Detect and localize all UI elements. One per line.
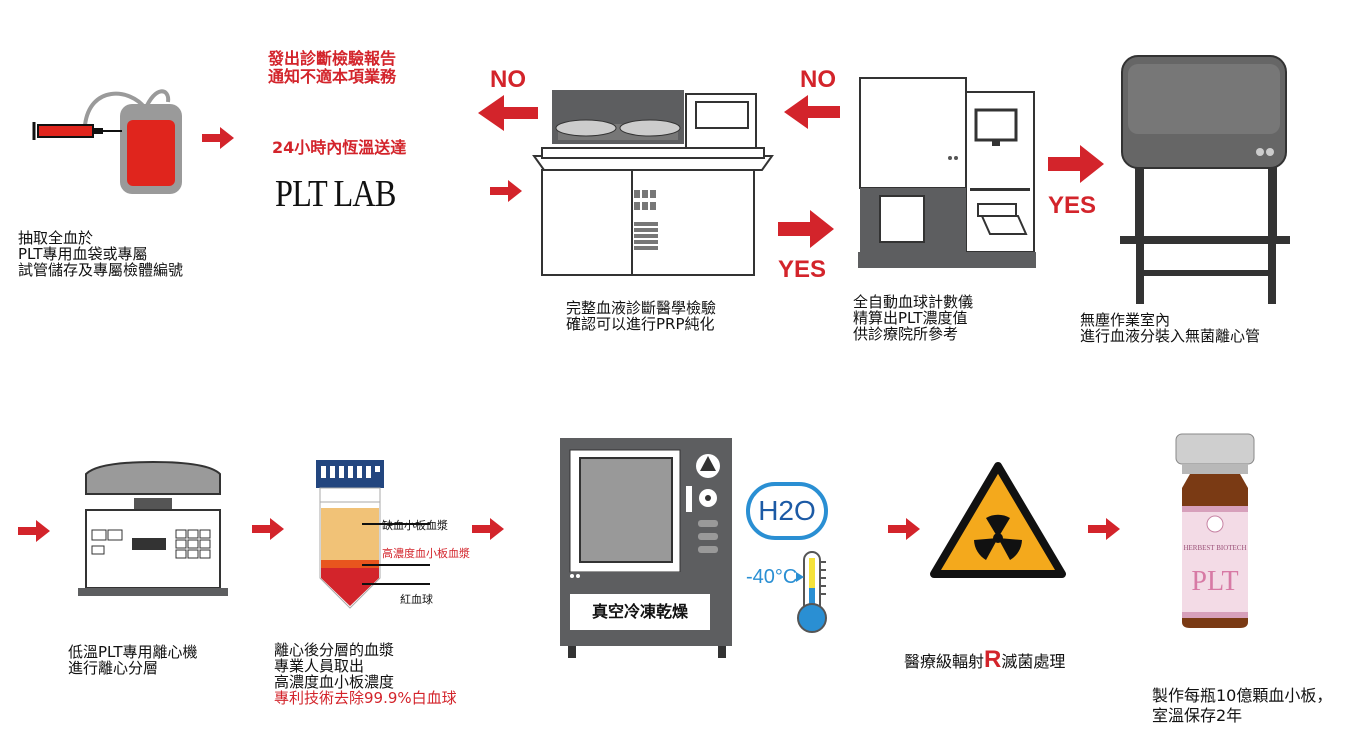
step9-caption: 製作每瓶10億顆血小板，室溫保存2年 — [1152, 686, 1333, 725]
yes-label-middle: YES — [778, 256, 827, 283]
step2-caption: 完整血液診斷醫學檢驗確認可以進行PRP純化 — [566, 299, 717, 333]
tube-layer-mid: 高濃度血小板血漿 — [382, 547, 470, 560]
blood-counter-icon — [858, 77, 1036, 268]
step5-caption: 低溫PLT專用離心機進行離心分層 — [68, 643, 198, 677]
thermometer-icon — [797, 551, 827, 633]
arrow-right-icon — [778, 210, 834, 248]
arrow-right-icon — [18, 520, 50, 542]
plt-lab-logo: PLT LAB — [275, 173, 396, 215]
step8-caption: 醫療級輻射R滅菌處理 — [904, 646, 1066, 673]
step6-caption: 離心後分層的血漿專業人員取出高濃度血小板濃度 專利技術去除99.9%白血球 — [274, 641, 457, 707]
freeze-label: 真空冷凍乾燥 — [570, 594, 710, 630]
arrow-right-icon — [202, 127, 234, 149]
vial-brand: HERBEST BIOTECH — [1183, 544, 1247, 552]
step3-caption: 全自動血球計數儀精算出PLT濃度值供診療院所參考 — [853, 293, 974, 343]
report-text: 發出診斷檢驗報告通知不適本項業務 — [268, 49, 397, 86]
arrow-right-icon — [490, 180, 522, 202]
arrow-left-icon — [784, 95, 840, 129]
arrow-right-icon — [472, 518, 504, 540]
yes-label-right: YES — [1048, 192, 1097, 219]
tube-layer-bottom: 紅血球 — [400, 593, 433, 606]
pointer-triangle-icon — [796, 572, 804, 582]
blood-bag-icon — [32, 89, 182, 194]
analyzer-machine-icon — [532, 90, 774, 276]
test-tube-icon — [316, 460, 430, 609]
clean-bench-icon — [1120, 55, 1290, 304]
tube-layer-top: 缺血小板血漿 — [382, 519, 448, 532]
no-label-right: NO — [800, 66, 836, 93]
h2o-badge: H2O — [746, 482, 828, 540]
arrow-right-icon — [888, 518, 920, 540]
arrow-right-icon — [1048, 145, 1104, 183]
vial-name: PLT — [1191, 566, 1239, 597]
no-label-left: NO — [490, 66, 526, 93]
transport-text: 24小時內恆溫送達 — [272, 138, 407, 157]
step4-caption: 無塵作業室內進行血液分裝入無菌離心管 — [1080, 311, 1261, 345]
temperature-label: -40°C — [746, 566, 798, 588]
plt-vial-icon — [1175, 433, 1255, 628]
radiation-warning-icon — [930, 462, 1066, 578]
arrow-right-icon — [1088, 518, 1120, 540]
centrifuge-icon — [78, 460, 228, 596]
arrow-left-icon — [478, 95, 538, 131]
arrow-right-icon — [252, 518, 284, 540]
